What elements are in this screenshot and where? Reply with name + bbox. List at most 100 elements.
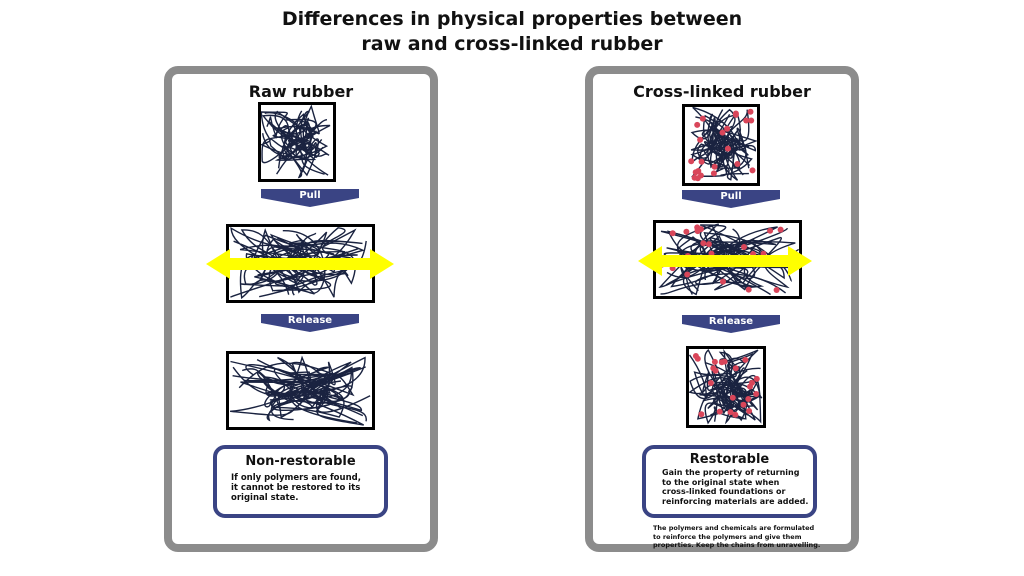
cross-link-point [721, 358, 728, 365]
cross-link-point [700, 240, 707, 247]
cross-link-point [747, 108, 754, 115]
cross-link-point [749, 167, 756, 174]
restorable-text: Gain the property of returning to the or… [662, 468, 813, 506]
cross-link-point [697, 136, 704, 143]
polymer-chain [663, 223, 764, 295]
polymer-chain [245, 239, 367, 298]
raw-rubber-heading: Raw rubber [248, 82, 354, 101]
polymer-chain [676, 236, 793, 291]
cross-link-point [748, 117, 755, 124]
raw-pull-label: Pull [299, 190, 321, 201]
cross-link-point [669, 230, 676, 237]
cross-link-point [711, 358, 718, 365]
polymer-chain [660, 226, 778, 296]
cross-link-point [720, 278, 726, 285]
polymer-chains [230, 355, 371, 426]
cross-link-point [767, 227, 774, 234]
polymer-chain [269, 371, 353, 404]
cross-link-point [694, 121, 701, 128]
cross-link-point [712, 367, 719, 374]
cross-linked-released-box [686, 346, 766, 428]
polymer-chain [274, 110, 331, 159]
cross-linked-pull-label: Pull [720, 191, 742, 202]
cross-link-point [743, 117, 750, 124]
restorable-title: Restorable [689, 452, 770, 467]
cross-link-point [683, 228, 690, 235]
cross-linked-initial-box [682, 104, 760, 186]
polymer-chain [692, 107, 742, 166]
polymer-chains [261, 105, 331, 179]
polymer-chain [704, 378, 760, 425]
stretch-arrow [638, 246, 812, 276]
cross-linked-rubber-heading: Cross-linked rubber [633, 82, 811, 101]
cross-link-point [729, 394, 736, 401]
raw-release-label: Release [287, 315, 333, 326]
cross-link-point [753, 391, 760, 397]
cross-link-point [684, 271, 691, 278]
cross-linked-release-tag: Release [682, 315, 780, 333]
cross-link-point [740, 401, 747, 408]
footnote-line: to reinforce the polymers and give them [653, 532, 802, 541]
cross-link-point [688, 158, 695, 165]
text-line: it cannot be restored to its [231, 483, 361, 493]
text-line: reinforcing materials are added. [662, 496, 809, 506]
text-line: to the original state when [662, 477, 780, 487]
cross-linked-polymer-chains [689, 349, 763, 425]
cross-link-point [747, 383, 753, 390]
polymer-chain [670, 228, 785, 296]
cross-link-point [692, 169, 699, 176]
cross-link-point [734, 161, 741, 167]
cross-link-point [710, 170, 717, 177]
polymer-chain [689, 349, 760, 421]
cross-link-point [707, 380, 714, 386]
cross-link-point [698, 158, 705, 165]
stretch-arrow [206, 249, 394, 279]
non-restorable-result: Non-restorable If only polymers are foun… [213, 445, 388, 518]
polymer-chain [713, 364, 755, 416]
text-line: Gain the property of returning [662, 468, 800, 477]
cross-linked-rubber-panel: Cross-linked rubber Pull Release Restora… [585, 66, 859, 552]
cross-link-point [741, 244, 747, 250]
raw-initial-box [258, 102, 336, 182]
cross-link-point [732, 411, 739, 418]
cross-link-point [732, 111, 739, 118]
raw-release-tag: Release [261, 314, 359, 332]
restorable-result: Restorable Gain the property of returnin… [642, 445, 817, 518]
cross-linked-pull-tag: Pull [682, 190, 780, 208]
cross-link-point [698, 411, 705, 418]
non-restorable-text: If only polymers are found, it cannot be… [231, 473, 384, 503]
cross-linked-release-label: Release [708, 316, 754, 327]
cross-link-point [745, 396, 752, 402]
cross-linked-footnote: The polymers and chemicals are formulate… [653, 524, 853, 550]
raw-rubber-panel: Raw rubber Pull Release Non-restorable I… [164, 66, 438, 552]
cross-link-point [692, 353, 699, 359]
cross-link-point [742, 356, 749, 363]
cross-link-point [746, 408, 753, 414]
footnote-line: The polymers and chemicals are formulate… [653, 524, 815, 532]
cross-link-point [705, 241, 712, 248]
cross-link-point [777, 226, 784, 233]
cross-link-point [711, 163, 718, 170]
cross-link-point [716, 408, 723, 415]
cross-link-point [753, 375, 760, 382]
text-line: If only polymers are found, [231, 473, 361, 483]
cross-link-point [699, 115, 706, 122]
cross-link-point [724, 125, 731, 132]
cross-link-point [732, 365, 739, 372]
text-line: original state. [231, 493, 299, 503]
diagram-title: Differences in physical properties betwe… [0, 7, 1024, 57]
cross-link-point [724, 145, 731, 152]
footnote-line: properties. Keep the chains from unravel… [653, 541, 821, 549]
cross-link-point [745, 286, 752, 293]
raw-pull-tag: Pull [261, 189, 359, 207]
polymer-chain [232, 356, 366, 421]
cross-link-point [727, 409, 734, 416]
cross-linked-polymer-chains [688, 107, 757, 182]
title-line-2: raw and cross-linked rubber [361, 33, 663, 55]
non-restorable-title: Non-restorable [245, 454, 356, 469]
cross-link-point [719, 129, 726, 136]
title-line-1: Differences in physical properties betwe… [281, 8, 743, 30]
cross-link-point [773, 287, 780, 293]
polymer-chain [272, 120, 329, 177]
cross-link-point [694, 175, 701, 182]
